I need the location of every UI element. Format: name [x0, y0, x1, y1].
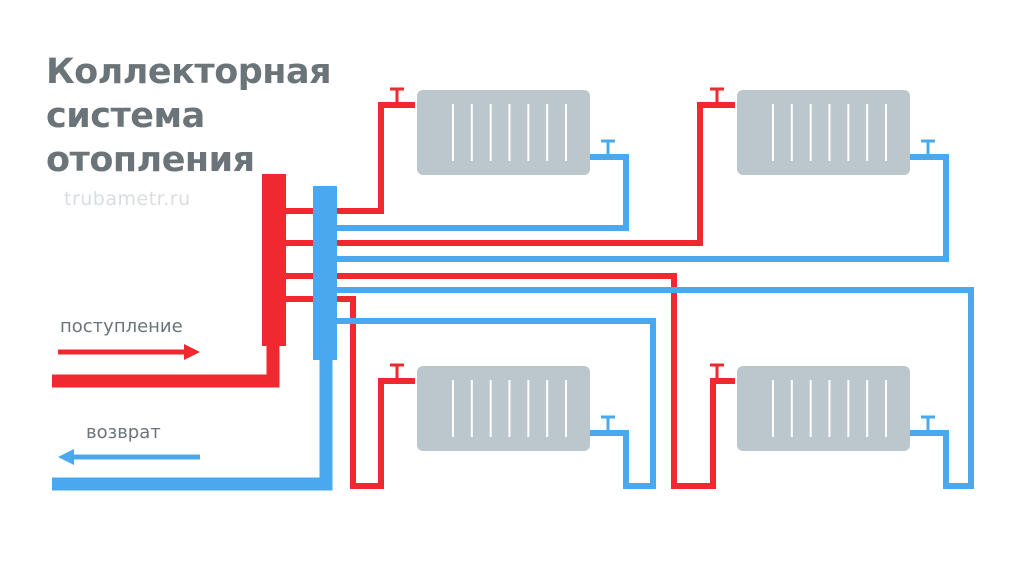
supply-valve-icon	[390, 363, 404, 381]
supply-valve-icon	[390, 87, 404, 105]
return-valve-icon	[601, 139, 615, 157]
return-valve-icon	[921, 139, 935, 157]
supply-valve-icon	[710, 87, 724, 105]
watermark: trubametr.ru	[64, 188, 191, 210]
radiator-body	[417, 366, 590, 451]
supply-label: поступление	[60, 316, 183, 337]
supply-arrow-head	[184, 344, 200, 360]
return-pipe-bottom-right	[336, 287, 974, 489]
supply-manifold	[262, 174, 286, 346]
radiator-body	[737, 90, 910, 175]
radiator-body	[417, 90, 590, 175]
return-valve-icon	[601, 415, 615, 433]
supply-pipe-top-left	[282, 102, 415, 214]
return-main-pipe	[52, 355, 333, 491]
supply-manifold-group	[52, 174, 286, 388]
return-pipe-bottom-left	[336, 318, 656, 489]
diagram-title: Коллекторная система отопления	[46, 50, 332, 182]
return-valve-icon	[921, 415, 935, 433]
return-label: возврат	[86, 422, 161, 443]
supply-pipe-bottom-left	[282, 296, 415, 489]
title-line-1: Коллекторная	[46, 52, 332, 92]
supply-arrow	[58, 344, 200, 360]
supply-valve-icon	[710, 363, 724, 381]
radiator-body	[737, 366, 910, 451]
title-line-3: отопления	[46, 140, 255, 180]
radiator-top-left	[390, 87, 615, 175]
return-arrow	[58, 449, 200, 465]
radiator-top-right	[710, 87, 935, 175]
radiator-bottom-right	[710, 363, 935, 451]
return-manifold-group	[52, 186, 337, 491]
return-arrow-head	[58, 449, 74, 465]
radiators	[390, 87, 935, 451]
return-manifold	[313, 186, 337, 360]
title-line-2: система	[46, 96, 205, 136]
radiator-bottom-left	[390, 363, 615, 451]
supply-main-pipe	[52, 340, 280, 388]
